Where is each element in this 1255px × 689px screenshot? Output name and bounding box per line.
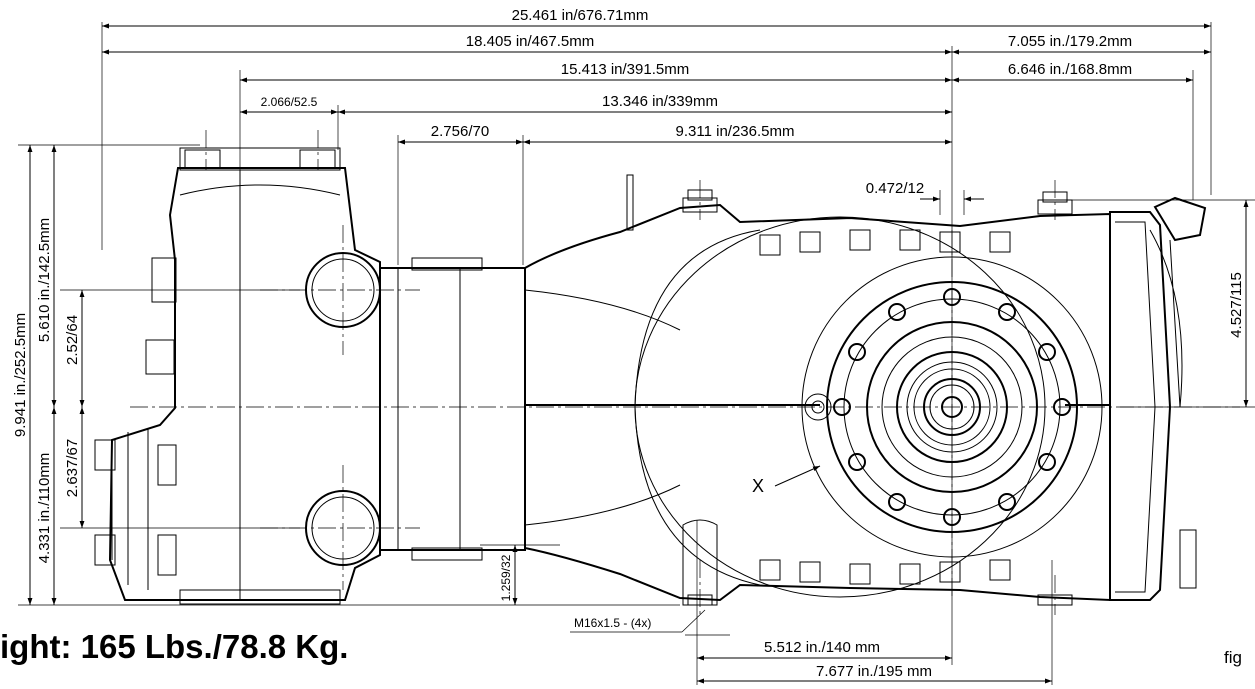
dim-15413: 15.413 in/391.5mm	[561, 61, 689, 78]
dim-1259: 1.259/32	[499, 554, 513, 601]
dim-overall-length: 25.461 in/676.71mm	[512, 7, 649, 24]
thread-callout: M16x1.5 - (4x)	[574, 616, 651, 630]
dim-18405: 18.405 in/467.5mm	[466, 33, 594, 50]
dim-2756: 2.756/70	[431, 123, 489, 140]
right-bottom-dimensions: 4.527/115 1.259/32 5.512 in./140 mm 7.67…	[480, 199, 1255, 685]
dim-252: 2.52/64	[64, 315, 81, 365]
bolt-circle	[833, 288, 1071, 526]
top-dimensions: 25.461 in/676.71mm 18.405 in/467.5mm 7.0…	[101, 7, 1212, 620]
callout-x-label: X	[752, 476, 764, 496]
left-dimensions: 9.941 in./252.5mm 5.610 in./142.5mm 4.33…	[12, 144, 680, 606]
dim-9311: 9.311 in/236.5mm	[676, 123, 795, 140]
dim-4331: 4.331 in./110mm	[36, 453, 53, 564]
dim-13346: 13.346 in/339mm	[602, 93, 718, 110]
callout-x: X	[752, 465, 821, 496]
dim-2637: 2.637/67	[64, 439, 81, 497]
dim-0472: 0.472/12	[866, 180, 924, 197]
dim-4527: 4.527/115	[1228, 272, 1245, 338]
dim-9941: 9.941 in./252.5mm	[12, 313, 29, 437]
dim-2066: 2.066/52.5	[261, 95, 318, 109]
dim-7055: 7.055 in./179.2mm	[1008, 33, 1132, 50]
crankcase-ribs	[759, 229, 1011, 585]
dim-5610: 5.610 in./142.5mm	[36, 218, 53, 342]
dim-7677: 7.677 in./195 mm	[816, 663, 932, 680]
center-lines	[130, 130, 1240, 615]
dim-5512: 5.512 in./140 mm	[764, 639, 880, 656]
pump-body	[94, 147, 1207, 606]
dim-6646: 6.646 in./168.8mm	[1008, 61, 1132, 78]
weight-label: ight: 165 Lbs./78.8 Kg.	[0, 628, 349, 665]
figure-label: fig	[1224, 648, 1242, 667]
